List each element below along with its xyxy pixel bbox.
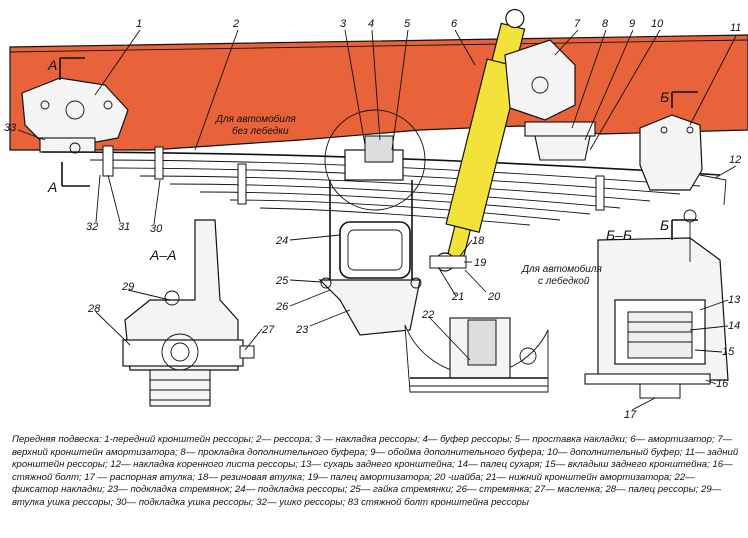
- spring-clip-right: [595, 175, 605, 211]
- label-30: 30: [150, 223, 163, 235]
- label-11: 11: [730, 22, 741, 34]
- label-28: 28: [87, 303, 101, 315]
- spring-bumper: [364, 135, 394, 163]
- label-24: 24: [275, 235, 288, 247]
- label-22: 22: [421, 309, 434, 321]
- spring-clip-mid: [154, 146, 164, 180]
- note-no-winch-1: Для автомобиля: [215, 113, 296, 125]
- label-14: 14: [728, 320, 740, 332]
- leader-lines: [17, 29, 737, 411]
- u-bolt: [329, 180, 413, 290]
- label-12: 12: [729, 154, 741, 166]
- label-25: 25: [275, 275, 289, 287]
- label-31: 31: [118, 221, 130, 233]
- axle-housing: [339, 221, 411, 279]
- spring-eye-block: [39, 137, 96, 153]
- label-4: 4: [368, 18, 374, 30]
- label-20: 20: [487, 291, 501, 303]
- label-6: 6: [451, 18, 458, 30]
- section-mark-b-bottom: Б: [660, 217, 669, 233]
- shackle-pad: [318, 279, 421, 336]
- additional-buffer: [534, 135, 591, 161]
- label-23: 23: [295, 324, 309, 336]
- section-mark-b-top: Б: [660, 89, 669, 105]
- spring-clip-left: [102, 145, 114, 177]
- note-no-winch-2: без лебедки: [232, 125, 289, 137]
- spring-clip-far: [237, 163, 247, 205]
- note-winch-2: с лебедкой: [538, 275, 590, 287]
- label-27: 27: [261, 324, 275, 336]
- buffer-pad: [524, 121, 596, 137]
- label-13: 13: [728, 294, 741, 306]
- section-bb-view: [584, 209, 729, 399]
- detail-circle-top: [324, 109, 426, 211]
- section-mark-a-top: А: [47, 57, 57, 73]
- label-3: 3: [340, 18, 347, 30]
- detail-circle-winch: [404, 317, 549, 393]
- label-9: 9: [629, 18, 635, 30]
- label-1: 1: [136, 18, 142, 30]
- label-16: 16: [716, 378, 729, 390]
- label-15: 15: [722, 346, 735, 358]
- view-title-aa: А–А: [149, 247, 176, 263]
- label-29: 29: [121, 281, 134, 293]
- label-19: 19: [474, 257, 486, 269]
- note-winch-1: Для автомобиля: [521, 263, 602, 275]
- label-33: 33: [4, 122, 17, 134]
- shock-lower-pin: [429, 255, 467, 269]
- upper-shock-bracket: [504, 39, 576, 121]
- label-21: 21: [451, 291, 464, 303]
- label-10: 10: [651, 18, 664, 30]
- label-8: 8: [602, 18, 609, 30]
- section-aa-view: [122, 219, 255, 407]
- label-26: 26: [275, 301, 289, 313]
- label-18: 18: [472, 235, 485, 247]
- section-mark-a-bottom: А: [47, 179, 57, 195]
- label-2: 2: [232, 18, 239, 30]
- figure-caption: Передняя подвеска: 1-передний кронштейн …: [12, 434, 739, 508]
- label-32: 32: [86, 221, 98, 233]
- label-17: 17: [624, 409, 637, 421]
- label-7: 7: [574, 18, 581, 30]
- label-5: 5: [404, 18, 411, 30]
- rear-bracket: [639, 114, 703, 191]
- front-bracket: [21, 77, 129, 146]
- view-title-bb: Б–Б: [606, 227, 632, 243]
- vehicle-frame: [9, 34, 748, 151]
